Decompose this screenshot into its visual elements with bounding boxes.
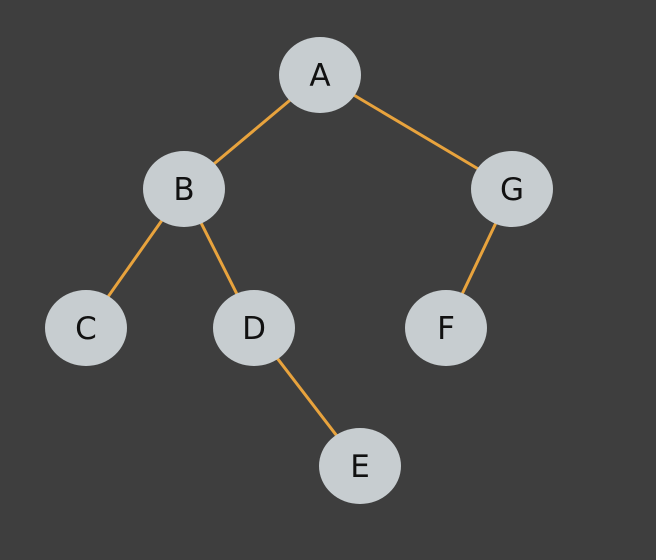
node-circle-b (143, 151, 225, 227)
node-circle-g (471, 151, 553, 227)
edge-g-f (461, 222, 497, 295)
tree-node-f: F (405, 290, 487, 366)
node-label-e: E (350, 449, 370, 485)
node-label-c: C (75, 311, 97, 347)
node-label-f: F (437, 311, 455, 347)
edge-a-g (353, 93, 479, 171)
tree-nodes: A B G C D F E (45, 37, 553, 504)
node-label-b: B (173, 172, 194, 208)
edge-b-c (106, 219, 164, 298)
node-circle-a (279, 37, 361, 113)
edge-d-e (276, 357, 338, 437)
tree-node-g: G (471, 151, 553, 227)
node-circle-f (405, 290, 487, 366)
edge-a-b (212, 98, 292, 166)
node-circle-d (213, 290, 295, 366)
node-circle-c (45, 290, 127, 366)
tree-edges (106, 93, 497, 437)
tree-node-e: E (319, 428, 401, 504)
tree-node-b: B (143, 151, 225, 227)
node-label-a: A (309, 58, 330, 94)
node-circle-e (319, 428, 401, 504)
tree-node-c: C (45, 290, 127, 366)
tree-node-a: A (279, 37, 361, 113)
edge-b-d (199, 221, 239, 296)
node-label-d: D (242, 311, 266, 347)
tree-node-d: D (213, 290, 295, 366)
node-label-g: G (500, 172, 524, 208)
